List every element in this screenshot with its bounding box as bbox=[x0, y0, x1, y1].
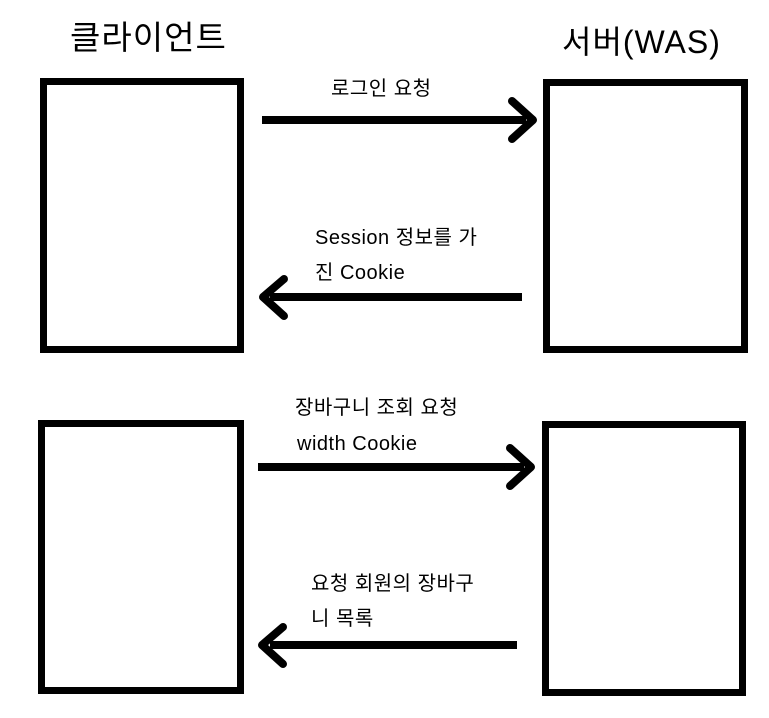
server-column-title: 서버(WAS) bbox=[562, 24, 721, 60]
right-arrow-icon bbox=[262, 97, 537, 143]
message-label-cart-request-line2: width Cookie bbox=[297, 433, 418, 455]
client-box-bottom bbox=[38, 420, 244, 694]
right-arrow-icon bbox=[258, 444, 535, 490]
client-box-top bbox=[40, 78, 244, 353]
server-box-bottom bbox=[542, 421, 746, 696]
left-arrow-icon bbox=[259, 275, 522, 320]
message-label-session-cookie-line1: Session 정보를 가 bbox=[315, 227, 478, 249]
left-arrow-icon bbox=[258, 623, 517, 668]
message-label-cart-list-line1: 요청 회원의 장바구 bbox=[311, 573, 475, 595]
message-label-login-request: 로그인 요청 bbox=[331, 78, 432, 100]
message-label-cart-request-line1: 장바구니 조회 요청 bbox=[295, 397, 459, 419]
message-label-session-cookie-line2: 진 Cookie bbox=[315, 262, 406, 284]
client-column-title: 클라이언트 bbox=[70, 19, 227, 56]
server-box-top bbox=[543, 79, 748, 353]
message-label-cart-list-line2: 니 목록 bbox=[311, 608, 374, 630]
